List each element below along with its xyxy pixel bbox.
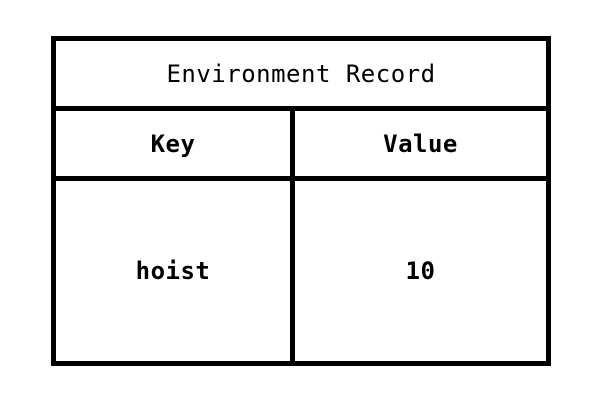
table-title: Environment Record xyxy=(56,41,546,111)
value-cell: 10 xyxy=(405,257,436,285)
key-column-header: Key xyxy=(56,111,295,181)
environment-record-table: Environment Record Key Value hoist 10 xyxy=(51,36,551,366)
value-column-header: Value xyxy=(295,111,546,181)
key-cell: hoist xyxy=(56,181,295,361)
